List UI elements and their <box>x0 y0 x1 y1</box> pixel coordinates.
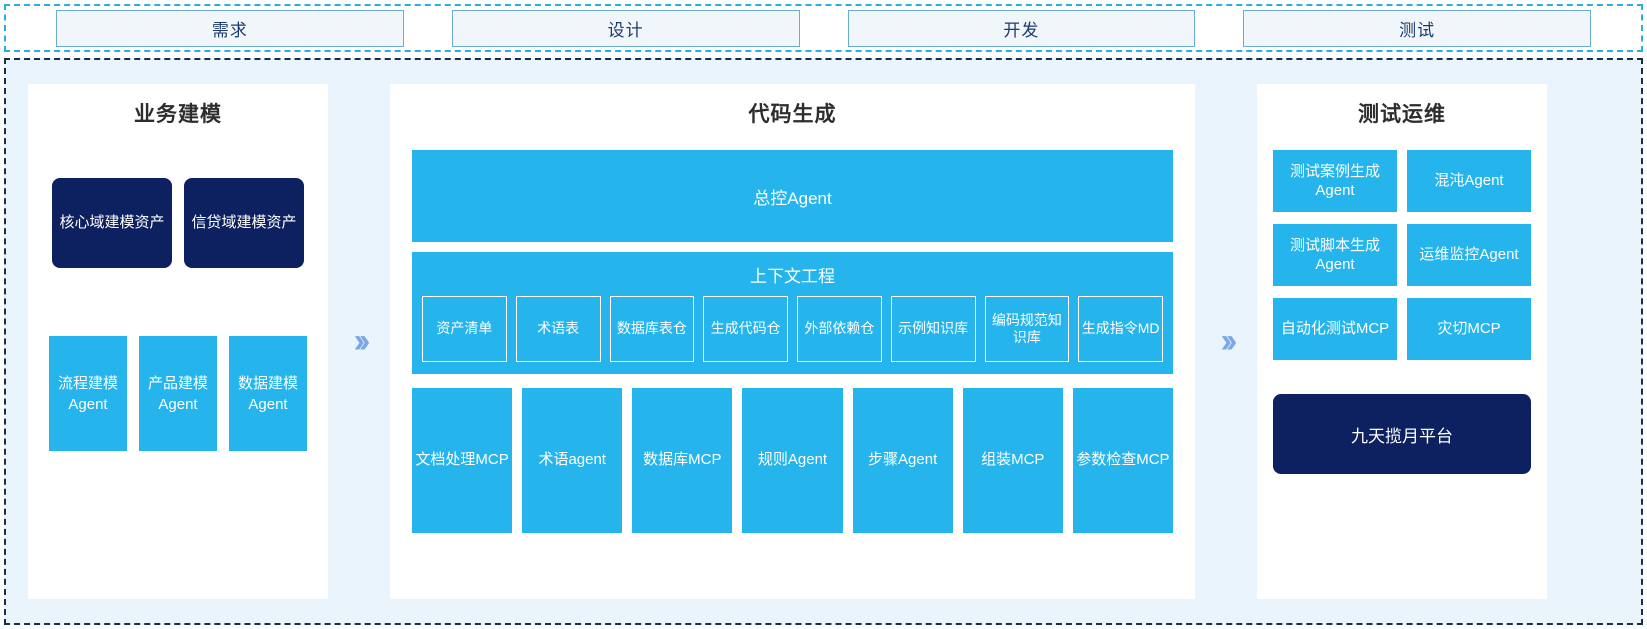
testops-box-test-script-generation-agent[interactable]: 测试脚本生成Agent <box>1273 224 1397 286</box>
tool-box-assembly-mcp[interactable]: 组装MCP <box>962 388 1063 533</box>
context-item-external-dependency-repo[interactable]: 外部依赖仓 <box>797 296 882 362</box>
asset-box-credit-domain[interactable]: 信贷域建模资产 <box>184 178 304 268</box>
chevron-right-icon: ›› <box>353 322 371 360</box>
stage-strip: 需求 设计 开发 测试 <box>4 4 1643 52</box>
tool-box-document-processing-mcp[interactable]: 文档处理MCP <box>412 388 513 533</box>
stage-tab-label: 测试 <box>1399 20 1436 40</box>
code-generation-tools-row: 文档处理MCP 术语agent 数据库MCP 规则Agent 步骤Agent 组… <box>412 388 1173 533</box>
testops-box-automated-testing-mcp[interactable]: 自动化测试MCP <box>1273 298 1397 360</box>
context-item-glossary[interactable]: 术语表 <box>515 296 601 362</box>
panel-code-generation: 代码生成 总控Agent 上下文工程 资产清单 术语表 数据库表仓 生成代码仓 … <box>390 84 1195 599</box>
testops-box-chaos-agent[interactable]: 混沌Agent <box>1407 150 1531 212</box>
context-item-asset-list[interactable]: 资产清单 <box>422 296 507 362</box>
panel-title-business-modeling: 业务建模 <box>134 103 222 126</box>
context-item-example-knowledge-base[interactable]: 示例知识库 <box>890 296 976 362</box>
stage-tab-testing[interactable]: 测试 <box>1243 9 1591 47</box>
context-engineering-title: 上下文工程 <box>750 267 835 286</box>
stage-tab-label: 开发 <box>1003 20 1040 40</box>
testops-box-disaster-recovery-mcp[interactable]: 灾切MCP <box>1407 298 1531 360</box>
architecture-container: 业务建模 核心域建模资产 信贷域建模资产 流程建模Agent 产品建模Agent… <box>4 58 1643 625</box>
tool-box-database-mcp[interactable]: 数据库MCP <box>632 388 733 533</box>
test-operations-grid: 测试案例生成Agent 混沌Agent 测试脚本生成Agent 运维监控Agen… <box>1257 150 1547 360</box>
context-item-generated-code-repo[interactable]: 生成代码仓 <box>703 296 788 362</box>
asset-box-core-domain[interactable]: 核心域建模资产 <box>52 178 172 268</box>
agent-box-process-modeling[interactable]: 流程建模Agent <box>49 336 127 451</box>
testops-box-ops-monitoring-agent[interactable]: 运维监控Agent <box>1407 224 1531 286</box>
context-item-coding-standard-knowledge-base[interactable]: 编码规范知识库 <box>984 296 1070 362</box>
stage-tab-requirements[interactable]: 需求 <box>56 9 404 47</box>
master-agent-banner[interactable]: 总控Agent <box>412 150 1173 242</box>
context-item-generation-instruction-md[interactable]: 生成指令MD <box>1078 296 1163 362</box>
context-engineering-section: 上下文工程 资产清单 术语表 数据库表仓 生成代码仓 外部依赖仓 示例知识库 编… <box>412 252 1173 374</box>
tool-box-rule-agent[interactable]: 规则Agent <box>742 388 843 533</box>
platform-box-jiutian-lanyue[interactable]: 九天揽月平台 <box>1273 394 1531 474</box>
chevron-right-icon: ›› <box>1220 322 1238 360</box>
stage-tab-design[interactable]: 设计 <box>451 9 800 47</box>
tool-box-step-agent[interactable]: 步骤Agent <box>852 388 953 533</box>
business-modeling-agents-row: 流程建模Agent 产品建模Agent 数据建模Agent <box>28 336 328 451</box>
panel-title-test-operations: 测试运维 <box>1358 103 1446 126</box>
agent-box-data-modeling[interactable]: 数据建模Agent <box>229 336 307 451</box>
tool-box-glossary-agent[interactable]: 术语agent <box>522 388 623 533</box>
tool-box-parameter-check-mcp[interactable]: 参数检查MCP <box>1072 388 1173 533</box>
stage-tab-label: 设计 <box>607 20 644 40</box>
panel-test-operations: 测试运维 测试案例生成Agent 混沌Agent 测试脚本生成Agent 运维监… <box>1257 84 1547 599</box>
panel-title-code-generation: 代码生成 <box>748 103 837 126</box>
panel-business-modeling: 业务建模 核心域建模资产 信贷域建模资产 流程建模Agent 产品建模Agent… <box>28 84 328 599</box>
context-engineering-items: 资产清单 术语表 数据库表仓 生成代码仓 外部依赖仓 示例知识库 编码规范知识库… <box>422 296 1163 362</box>
stage-tab-development[interactable]: 开发 <box>847 9 1196 47</box>
testops-box-test-case-generation-agent[interactable]: 测试案例生成Agent <box>1273 150 1397 212</box>
stage-tab-label: 需求 <box>211 20 248 40</box>
context-item-db-table-repo[interactable]: 数据库表仓 <box>609 296 695 362</box>
agent-box-product-modeling[interactable]: 产品建模Agent <box>139 336 217 451</box>
business-modeling-assets-row: 核心域建模资产 信贷域建模资产 <box>28 178 328 268</box>
